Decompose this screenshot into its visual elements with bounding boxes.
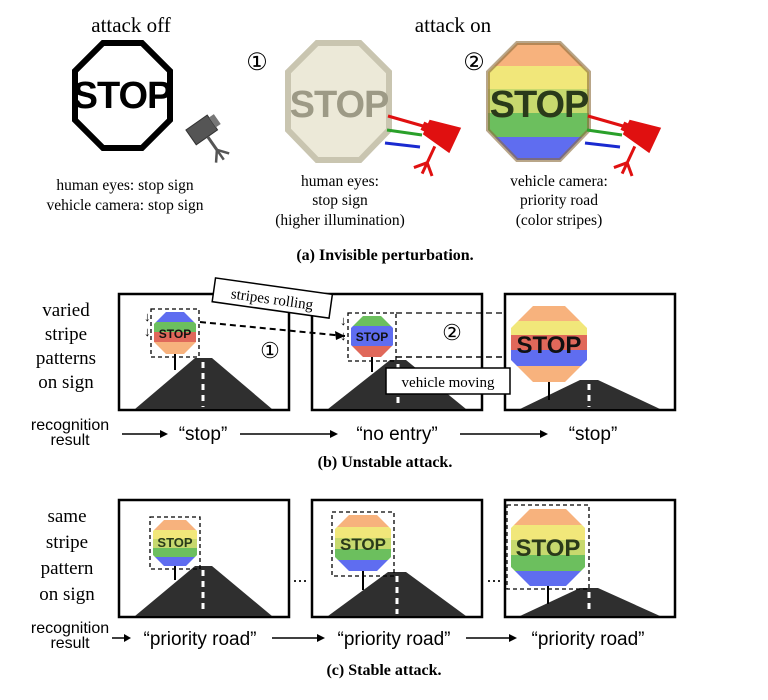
- marker-1: ①: [246, 50, 268, 76]
- caption-2-line3: (color stripes): [516, 212, 603, 229]
- laser-projector-icon-2: [613, 119, 662, 177]
- label-c-line2: stripe: [46, 532, 88, 553]
- frame-c3: STOP: [503, 498, 677, 619]
- caption-off-line1: human eyes: stop sign: [56, 177, 194, 194]
- label-b-line4: on sign: [38, 372, 94, 393]
- stop-b1-text: STOP: [159, 327, 191, 341]
- recog-b-line2: result: [50, 432, 90, 449]
- label-c-line3: pattern: [41, 558, 94, 579]
- arrow-down-icon: ↓: [144, 324, 151, 339]
- stop-sign-striped-text: STOP: [490, 84, 589, 126]
- stop-sign-illuminated: STOP: [285, 40, 392, 163]
- label-b-line3: patterns: [36, 348, 96, 369]
- stop-sign-striped: STOP: [486, 41, 591, 162]
- label-b-line2: stripe: [45, 324, 87, 345]
- arrow-down-icon: ↓: [144, 309, 151, 324]
- stop-sign-normal: STOP: [72, 40, 173, 151]
- result-b1: “stop”: [179, 424, 228, 445]
- ellipsis-c1: ...: [292, 566, 307, 586]
- stop-c2-text: STOP: [340, 535, 386, 554]
- arrow-down-icon: ↓: [340, 313, 347, 328]
- label-b-line1: varied: [42, 300, 90, 321]
- frame-b3: STOP: [503, 292, 677, 412]
- attack-on-header: attack on: [415, 13, 492, 37]
- subcaption-b: (b) Unstable attack.: [318, 454, 453, 471]
- recog-b-line1: recognition: [31, 417, 109, 434]
- caption-2-line2: priority road: [520, 192, 598, 209]
- marker-b2: ②: [442, 320, 462, 345]
- vehicle-moving-callout: vehicle moving: [385, 367, 511, 395]
- stop-c3-text: STOP: [516, 535, 581, 562]
- frame-c2: STOP: [310, 498, 484, 619]
- vehicle-moving-label: vehicle moving: [402, 375, 495, 391]
- subcaption-c: (c) Stable attack.: [326, 662, 441, 679]
- result-c2: “priority road”: [338, 629, 451, 650]
- caption-1-line2: stop sign: [312, 192, 368, 209]
- caption-1-line3: (higher illumination): [275, 212, 405, 229]
- panel-a: attack off attack on STOP human eyes: st…: [46, 13, 662, 264]
- ellipsis-c2: ...: [486, 566, 501, 586]
- result-b2: “no entry”: [356, 424, 437, 445]
- stop-b2-text: STOP: [356, 330, 388, 344]
- stop-sign-illuminated-text: STOP: [290, 84, 389, 126]
- recog-c-line1: recognition: [31, 620, 109, 637]
- result-c1: “priority road”: [144, 629, 257, 650]
- result-b3: “stop”: [569, 424, 618, 445]
- caption-1-line1: human eyes:: [301, 173, 379, 190]
- camera-icon: [185, 114, 230, 163]
- caption-off-line2: vehicle camera: stop sign: [46, 197, 203, 214]
- subcaption-a: (a) Invisible perturbation.: [296, 247, 473, 264]
- marker-2: ②: [463, 50, 485, 76]
- stop-c1-text: STOP: [157, 535, 192, 550]
- attack-off-header: attack off: [91, 13, 171, 37]
- marker-b1: ①: [260, 338, 280, 363]
- frame-c1: STOP: [117, 498, 291, 619]
- panel-c: same stripe pattern on sign STOP ...: [31, 498, 677, 679]
- laser-projector-icon: [413, 119, 462, 177]
- label-c-line4: on sign: [39, 584, 95, 605]
- label-c-line1: same: [47, 506, 86, 527]
- stop-b3-text: STOP: [517, 332, 582, 359]
- result-c3: “priority road”: [532, 629, 645, 650]
- caption-2-line1: vehicle camera:: [510, 173, 608, 190]
- frame-b1: “stop” STOP ↓ ↓: [117, 292, 291, 412]
- stop-sign-text: STOP: [73, 75, 172, 117]
- recog-c-line2: result: [50, 635, 90, 652]
- panel-b: varied stripe patterns on sign “stop” ST…: [31, 277, 677, 471]
